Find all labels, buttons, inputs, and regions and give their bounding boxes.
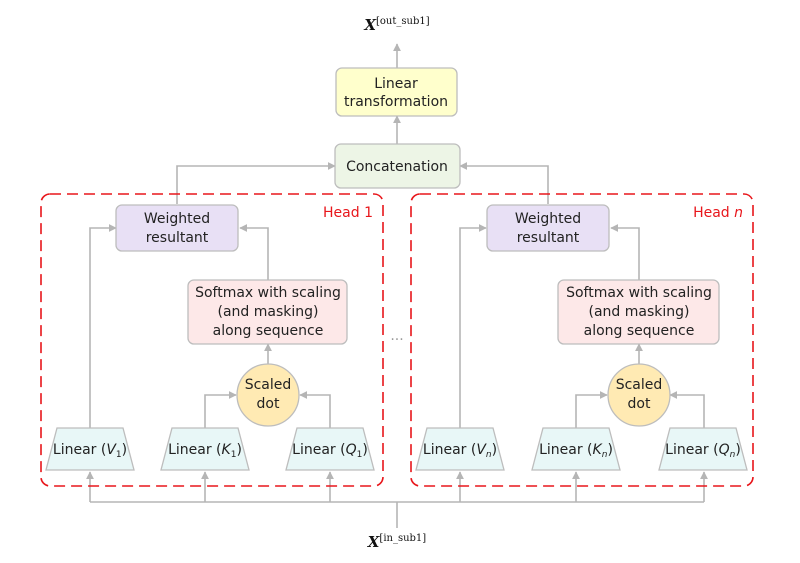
input-label: X[in_sub1] [367, 533, 427, 551]
arrow-qn-to-dot [669, 391, 705, 428]
weighted-resultant-box-1: Weighted resultant [115, 204, 239, 252]
scaled-dot-line2: dot [257, 396, 280, 412]
softmax-line3: along sequence [213, 323, 324, 339]
arrow-kn-to-dot [575, 391, 608, 428]
weighted-line1: Weighted [515, 211, 581, 227]
linear-vn-box: Linear (Vn) [415, 427, 505, 471]
linear-v1-box: Linear (V1) [45, 427, 135, 471]
head-n-label: Head n [693, 205, 743, 221]
linear-k1-box: Linear (K1) [160, 427, 250, 471]
scaled-dot-line1: Scaled [245, 377, 292, 393]
arrow-head1-to-concat [176, 162, 336, 204]
concatenation-label: Concatenation [346, 159, 448, 175]
weighted-line1: Weighted [144, 211, 210, 227]
softmax-line2: (and masking) [589, 304, 690, 320]
linear-kn-box: Linear (Kn) [531, 427, 621, 471]
arrow-softmax-to-weighted-1 [239, 224, 269, 280]
scaled-dot-line2: dot [628, 396, 651, 412]
weighted-resultant-box-n: Weighted resultant [486, 204, 610, 252]
arrow-k1-to-dot [204, 391, 237, 428]
arrow-headn-to-concat [459, 162, 549, 204]
linear-q1-box: Linear (Q1) [285, 427, 375, 471]
head-1-border [40, 193, 384, 487]
linear-transformation-line1: Linear [374, 76, 418, 92]
arrow-v1-to-weighted [89, 224, 117, 428]
head-1-label: Head 1 [323, 205, 373, 221]
connectors [86, 43, 708, 528]
linear-transformation-line2: transformation [344, 94, 448, 110]
linear-vn-label: Linear (Vn) [423, 442, 497, 460]
weighted-line2: resultant [146, 230, 209, 246]
softmax-box-1: Softmax with scaling (and masking) along… [187, 279, 348, 345]
linear-kn-label: Linear (Kn) [539, 442, 613, 460]
arrow-q1-to-dot [299, 391, 331, 428]
scaled-dot-circle-1: Scaled dot [236, 363, 300, 427]
softmax-box-n: Softmax with scaling (and masking) along… [557, 279, 720, 345]
concatenation-box: Concatenation [334, 143, 461, 189]
scaled-dot-line1: Scaled [616, 377, 663, 393]
head-n-border [410, 193, 754, 487]
output-label: X[out_sub1] [363, 16, 429, 34]
linear-q1-label: Linear (Q1) [292, 442, 368, 460]
scaled-dot-circle-n: Scaled dot [607, 363, 671, 427]
linear-v1-label: Linear (V1) [53, 442, 127, 460]
softmax-line2: (and masking) [218, 304, 319, 320]
softmax-line3: along sequence [584, 323, 695, 339]
softmax-line1: Softmax with scaling [566, 285, 712, 301]
linear-k1-label: Linear (K1) [168, 442, 242, 460]
heads-ellipsis: ··· [390, 332, 403, 348]
linear-qn-label: Linear (Qn) [665, 442, 741, 460]
weighted-line2: resultant [517, 230, 580, 246]
linear-qn-box: Linear (Qn) [658, 427, 748, 471]
arrow-softmax-to-weighted-n [610, 224, 640, 280]
softmax-line1: Softmax with scaling [195, 285, 341, 301]
linear-transformation-box: Linear transformation [335, 67, 458, 117]
arrow-vn-to-weighted [459, 224, 487, 428]
